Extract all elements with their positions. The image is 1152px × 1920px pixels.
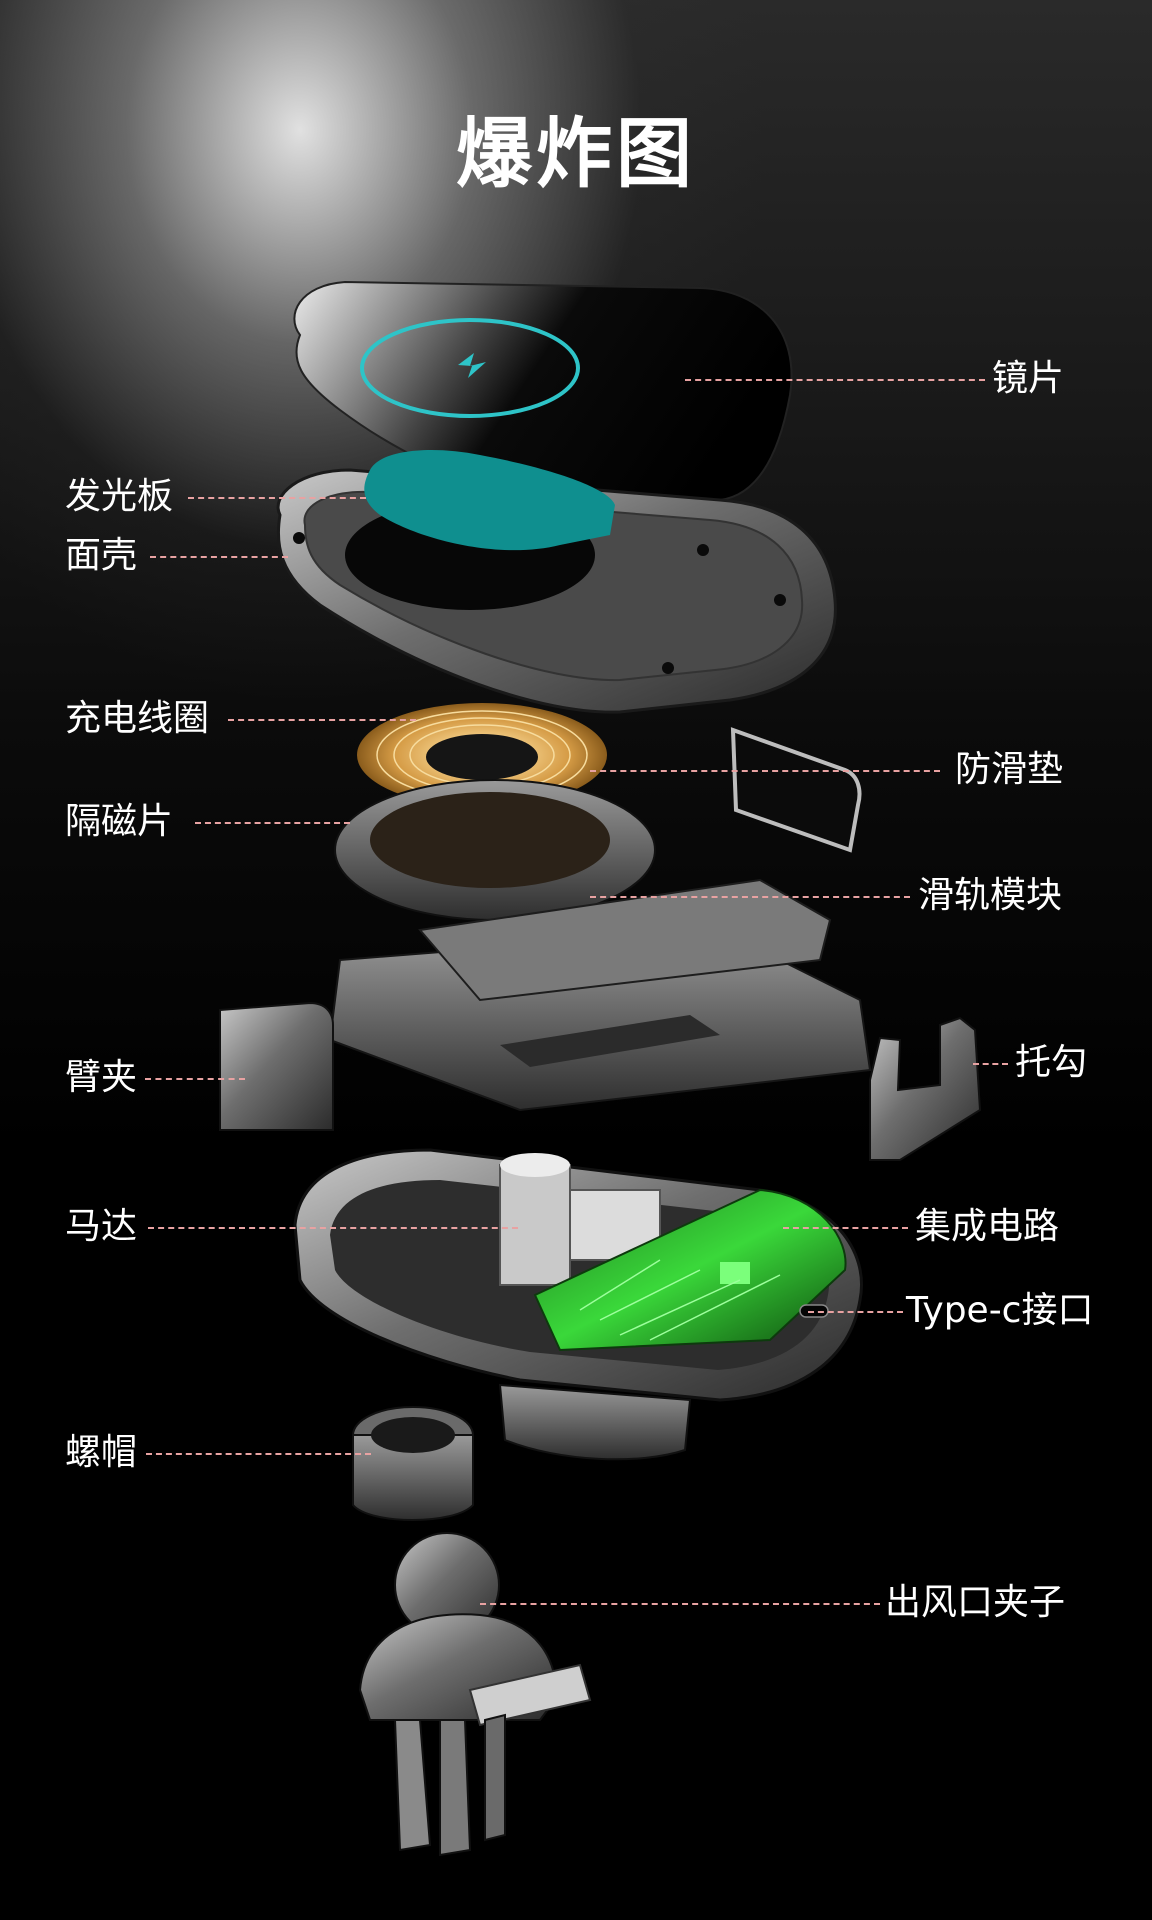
air-vent-clip-part xyxy=(358,1532,592,1857)
nut-part xyxy=(352,1406,474,1521)
leader-line-motor xyxy=(148,1227,518,1229)
label-face-shell: 面壳 xyxy=(65,535,138,576)
arm-clamp-part xyxy=(219,1001,334,1131)
leader-line-slide-rail xyxy=(590,896,910,898)
leader-line-arm-clamp xyxy=(145,1078,245,1080)
label-anti-slip-pad: 防滑垫 xyxy=(955,749,1064,790)
charging-coil-part xyxy=(357,703,607,807)
lens-part xyxy=(293,280,793,508)
luminous-plate xyxy=(364,450,615,551)
label-integrated-circuit: 集成电路 xyxy=(915,1206,1060,1247)
motor-part xyxy=(499,1153,661,1286)
leader-line-anti-slip-pad xyxy=(590,770,940,772)
leader-line-charging-coil xyxy=(228,719,416,721)
charging-ring xyxy=(360,318,580,418)
label-arm-clamp: 臂夹 xyxy=(65,1057,138,1098)
page-title: 爆炸图 xyxy=(456,109,696,198)
label-nut: 螺帽 xyxy=(65,1432,138,1473)
label-type-c-port: Type-c接口 xyxy=(906,1290,1094,1331)
leader-line-luminous-plate xyxy=(188,497,366,499)
label-motor: 马达 xyxy=(65,1206,138,1247)
leader-line-nut xyxy=(146,1453,371,1455)
hook-part xyxy=(869,1016,982,1161)
slide-rail-part xyxy=(328,878,872,1112)
leader-line-face-shell xyxy=(150,556,288,558)
leader-line-type-c xyxy=(808,1311,903,1313)
label-hook: 托勾 xyxy=(1015,1042,1088,1083)
label-lens: 镜片 xyxy=(992,358,1065,399)
leader-line-air-vent-clip xyxy=(480,1603,880,1605)
leader-line-lens xyxy=(685,379,985,381)
label-luminous-plate: 发光板 xyxy=(65,476,174,517)
leader-line-integrated-circuit xyxy=(783,1227,908,1229)
label-air-vent-clip: 出风口夹子 xyxy=(885,1582,1066,1623)
leader-line-hook xyxy=(973,1063,1008,1065)
anti-slip-pad-part xyxy=(730,727,862,853)
lightning-icon xyxy=(458,353,486,378)
face-shell-part xyxy=(276,450,837,714)
label-slide-rail-module: 滑轨模块 xyxy=(918,875,1063,916)
magnetic-shield-part xyxy=(334,779,656,921)
label-magnetic-shield: 隔磁片 xyxy=(65,801,174,842)
leader-line-magnetic-shield xyxy=(195,822,350,824)
label-charging-coil: 充电线圈 xyxy=(65,698,210,739)
